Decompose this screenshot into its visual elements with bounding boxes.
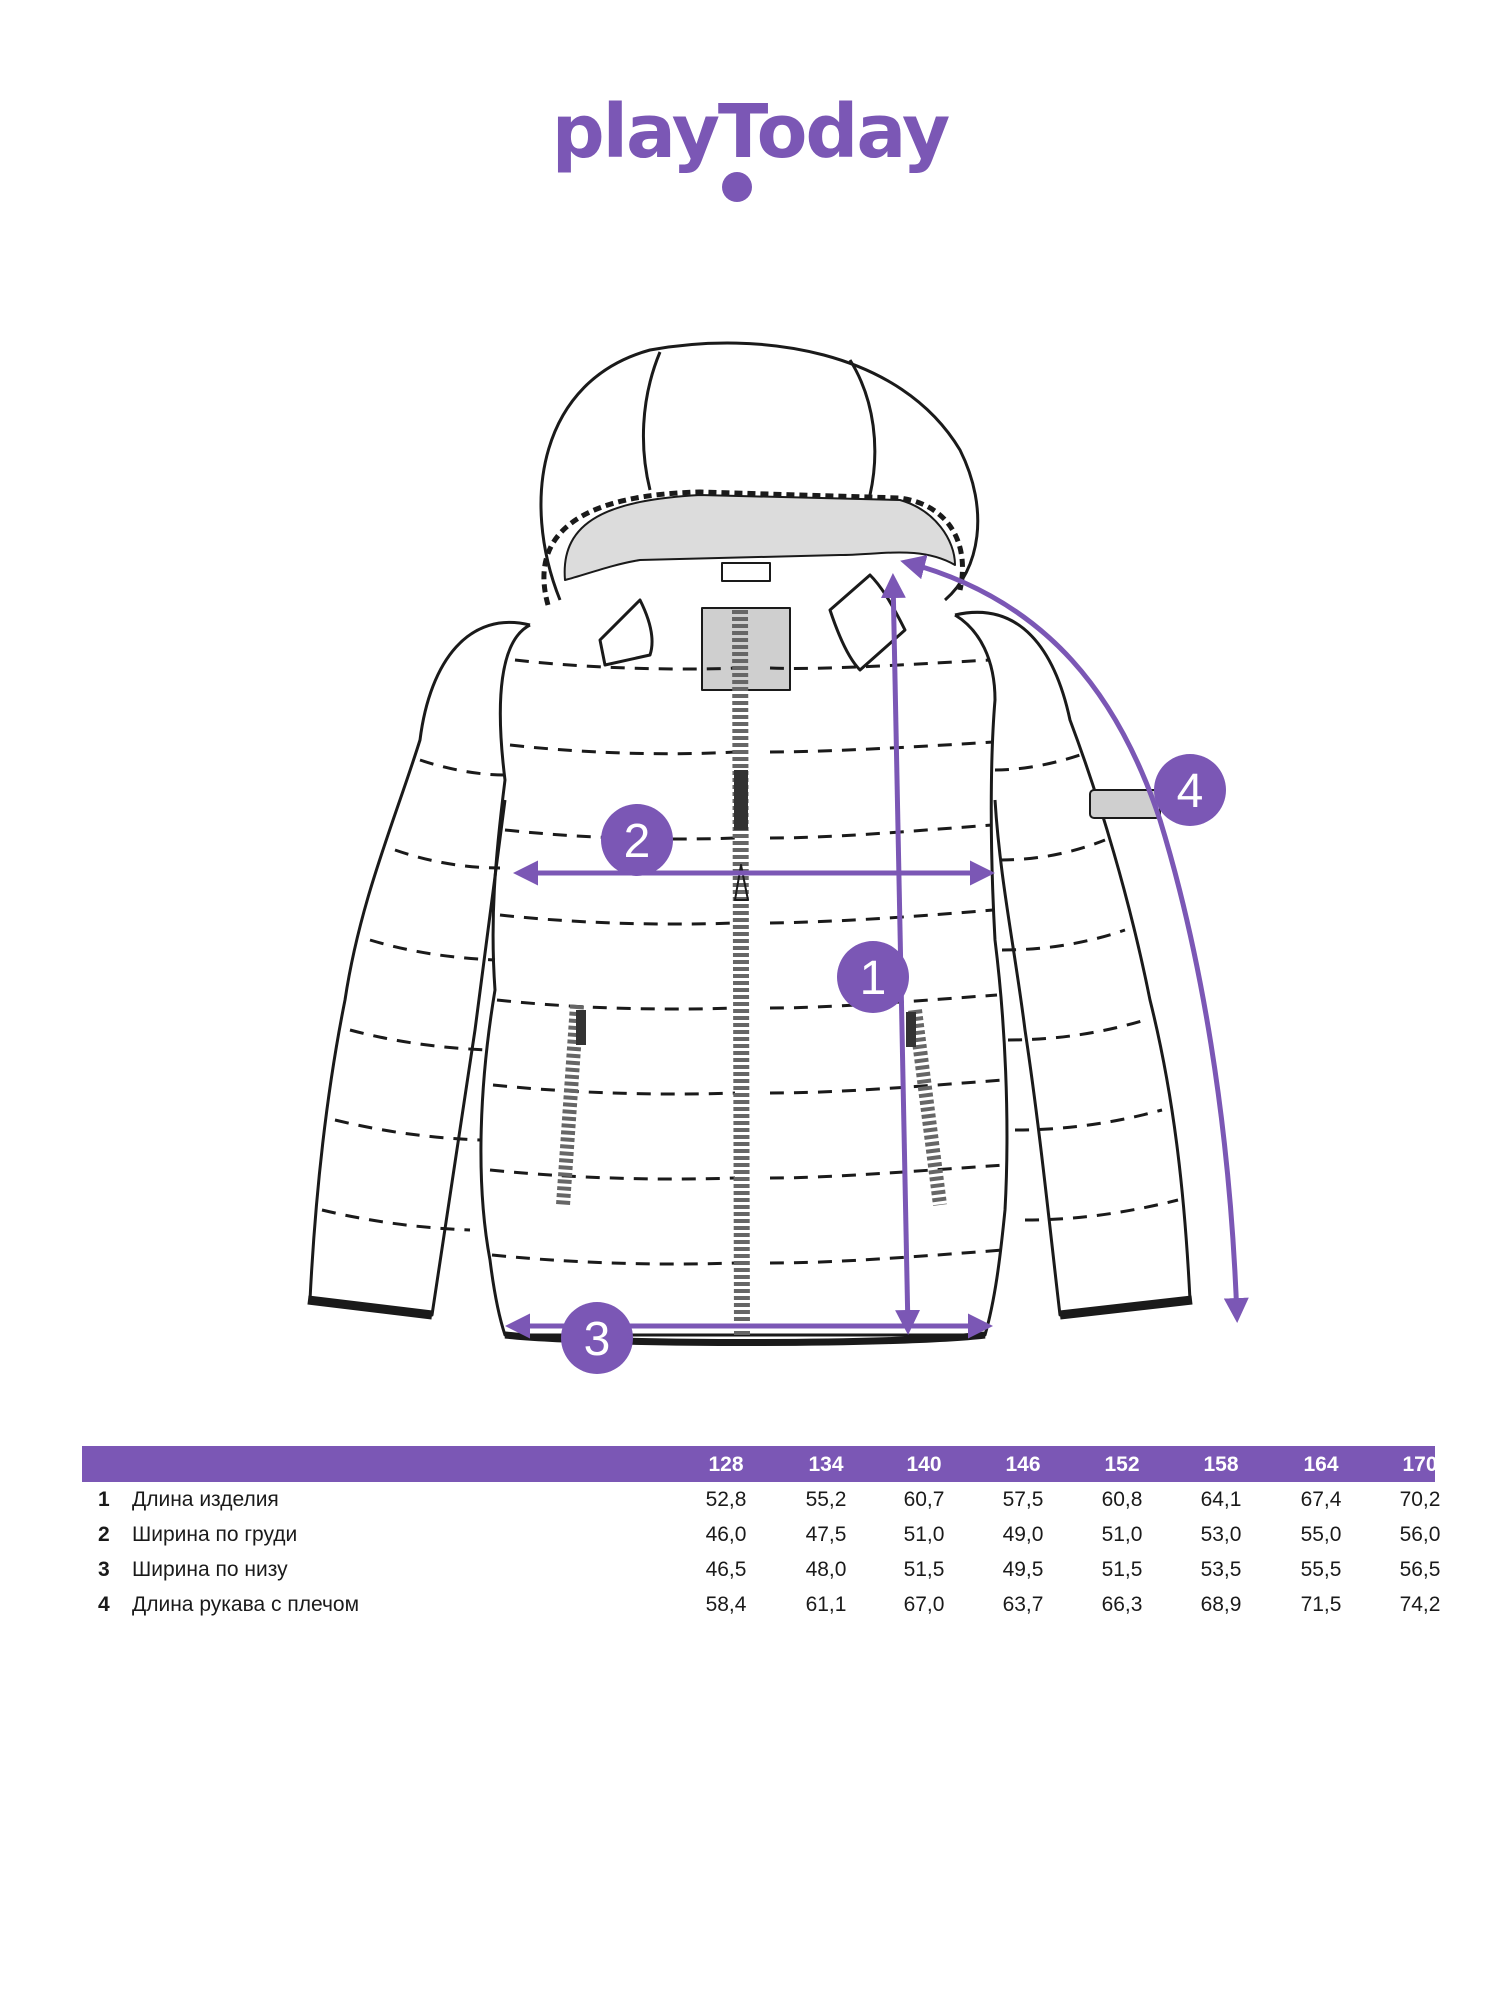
row-number: 4 bbox=[98, 1593, 110, 1616]
table-cell: 55,2 bbox=[805, 1488, 847, 1511]
measurement-markers: 1 2 3 4 bbox=[561, 754, 1226, 1374]
marker-4-circle bbox=[1154, 754, 1226, 826]
table-cell: 58,4 bbox=[705, 1593, 747, 1616]
table-cell: 51,5 bbox=[1101, 1558, 1143, 1581]
table-cell: 61,1 bbox=[805, 1593, 847, 1616]
size-header: 146 bbox=[1005, 1453, 1041, 1476]
table-cell: 51,5 bbox=[903, 1558, 945, 1581]
table-cell: 46,0 bbox=[705, 1523, 747, 1546]
table-cell: 60,8 bbox=[1101, 1488, 1143, 1511]
table-cell: 53,0 bbox=[1200, 1523, 1242, 1546]
table-row: 3 Ширина по низу 46,5 48,0 51,5 49,5 51,… bbox=[82, 1552, 1440, 1587]
measure-line-sleeve bbox=[900, 554, 1249, 1323]
size-header: 170 bbox=[1402, 1453, 1438, 1476]
table-cell: 51,0 bbox=[903, 1523, 945, 1546]
table-cell: 71,5 bbox=[1300, 1593, 1342, 1616]
center-zipper bbox=[732, 609, 750, 1336]
hood-seam-left bbox=[641, 351, 662, 491]
marker-1-circle bbox=[837, 941, 909, 1013]
table-cell: 53,5 bbox=[1200, 1558, 1242, 1581]
table-cell: 56,0 bbox=[1399, 1523, 1441, 1546]
size-header: 128 bbox=[708, 1453, 744, 1476]
quilt-lines bbox=[321, 658, 1179, 1266]
brand-logo-dot bbox=[722, 172, 752, 202]
table-cell: 49,5 bbox=[1002, 1558, 1044, 1581]
left-pocket-pull bbox=[576, 1010, 586, 1045]
table-cell: 60,7 bbox=[903, 1488, 945, 1511]
left-sleeve bbox=[308, 620, 531, 1317]
size-header: 140 bbox=[906, 1453, 942, 1476]
zipper-pull bbox=[734, 770, 748, 830]
table-cell: 63,7 bbox=[1002, 1593, 1044, 1616]
table-cell: 70,2 bbox=[1399, 1488, 1441, 1511]
row-label: Длина рукава с плечом bbox=[132, 1593, 360, 1616]
row-number: 2 bbox=[98, 1523, 110, 1546]
size-header: 164 bbox=[1303, 1453, 1339, 1476]
right-cuff bbox=[1059, 1295, 1193, 1320]
hood-trim bbox=[541, 489, 965, 606]
table-cell: 57,5 bbox=[1002, 1488, 1044, 1511]
table-cell: 51,0 bbox=[1101, 1523, 1143, 1546]
row-label: Ширина по груди bbox=[132, 1523, 298, 1546]
marker-4-label: 4 bbox=[1177, 765, 1204, 818]
table-row: 1 Длина изделия 52,8 55,2 60,7 57,5 60,8… bbox=[82, 1482, 1440, 1517]
table-cell: 47,5 bbox=[805, 1523, 847, 1546]
marker-1-label: 1 bbox=[860, 952, 887, 1005]
table-cell: 52,8 bbox=[705, 1488, 747, 1511]
collar-left bbox=[598, 598, 654, 667]
table-cell: 55,0 bbox=[1300, 1523, 1342, 1546]
size-table: 128 134 140 146 152 158 164 170 1 Длина … bbox=[82, 1446, 1440, 1622]
right-pocket-pull bbox=[906, 1012, 916, 1047]
hood-outline bbox=[539, 341, 980, 602]
table-cell: 56,5 bbox=[1399, 1558, 1441, 1581]
marker-3-circle bbox=[561, 1302, 633, 1374]
marker-2-label: 2 bbox=[624, 815, 651, 868]
size-header-row: 128 134 140 146 152 158 164 170 bbox=[82, 1446, 1438, 1482]
table-row: 4 Длина рукава с плечом 58,4 61,1 67,0 6… bbox=[82, 1587, 1440, 1622]
right-pocket-zipper bbox=[908, 1009, 947, 1206]
marker-2-circle bbox=[601, 804, 673, 876]
table-cell: 68,9 bbox=[1200, 1593, 1242, 1616]
table-row: 2 Ширина по груди 46,0 47,5 51,0 49,0 51… bbox=[82, 1517, 1440, 1552]
hem bbox=[504, 1331, 986, 1346]
row-label: Ширина по низу bbox=[132, 1558, 288, 1581]
row-number: 3 bbox=[98, 1558, 110, 1581]
right-sleeve bbox=[954, 610, 1192, 1317]
hanger-loop bbox=[721, 562, 771, 582]
table-cell: 46,5 bbox=[705, 1558, 747, 1581]
size-header: 152 bbox=[1104, 1453, 1140, 1476]
table-cell: 67,4 bbox=[1300, 1488, 1342, 1511]
table-cell: 55,5 bbox=[1300, 1558, 1342, 1581]
table-cell: 67,0 bbox=[903, 1593, 945, 1616]
left-pocket-zipper bbox=[556, 1004, 584, 1206]
size-header: 158 bbox=[1203, 1453, 1239, 1476]
table-cell: 64,1 bbox=[1200, 1488, 1242, 1511]
hood-seam-right bbox=[848, 359, 877, 496]
left-cuff bbox=[307, 1295, 433, 1320]
row-number: 1 bbox=[98, 1488, 110, 1511]
marker-3-label: 3 bbox=[584, 1313, 611, 1366]
table-cell: 66,3 bbox=[1101, 1593, 1143, 1616]
brand-logo: playToday bbox=[551, 89, 951, 175]
table-cell: 48,0 bbox=[805, 1558, 847, 1581]
table-cell: 74,2 bbox=[1399, 1593, 1441, 1616]
table-cell: 49,0 bbox=[1002, 1523, 1044, 1546]
row-label: Длина изделия bbox=[132, 1488, 279, 1511]
size-header: 134 bbox=[808, 1453, 844, 1476]
